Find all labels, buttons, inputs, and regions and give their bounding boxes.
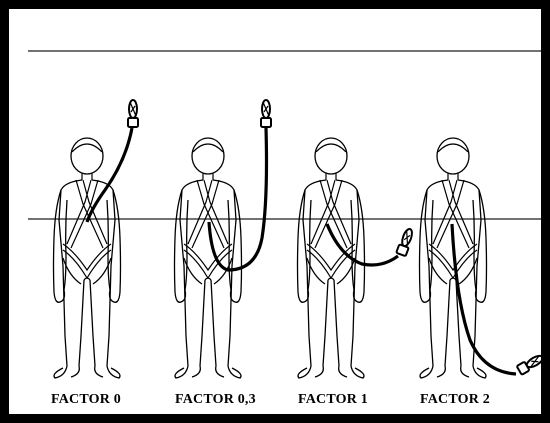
anchor-hook-3 xyxy=(396,227,415,256)
anchor-hook-2 xyxy=(261,100,271,127)
lanyard-4 xyxy=(452,224,516,374)
factor-label-2: FACTOR 0,3 xyxy=(175,392,256,408)
worker-figure-2 xyxy=(175,138,242,378)
anchor-hook-1 xyxy=(128,100,138,127)
anchor-hook-4 xyxy=(517,353,545,375)
worker-figure-3 xyxy=(298,138,365,378)
factor-label-4: FACTOR 2 xyxy=(420,392,490,408)
worker-figure-1 xyxy=(54,138,121,378)
factor-label-3: FACTOR 1 xyxy=(298,392,368,408)
lanyard-3 xyxy=(327,224,398,265)
factor-label-1: FACTOR 0 xyxy=(51,392,121,408)
